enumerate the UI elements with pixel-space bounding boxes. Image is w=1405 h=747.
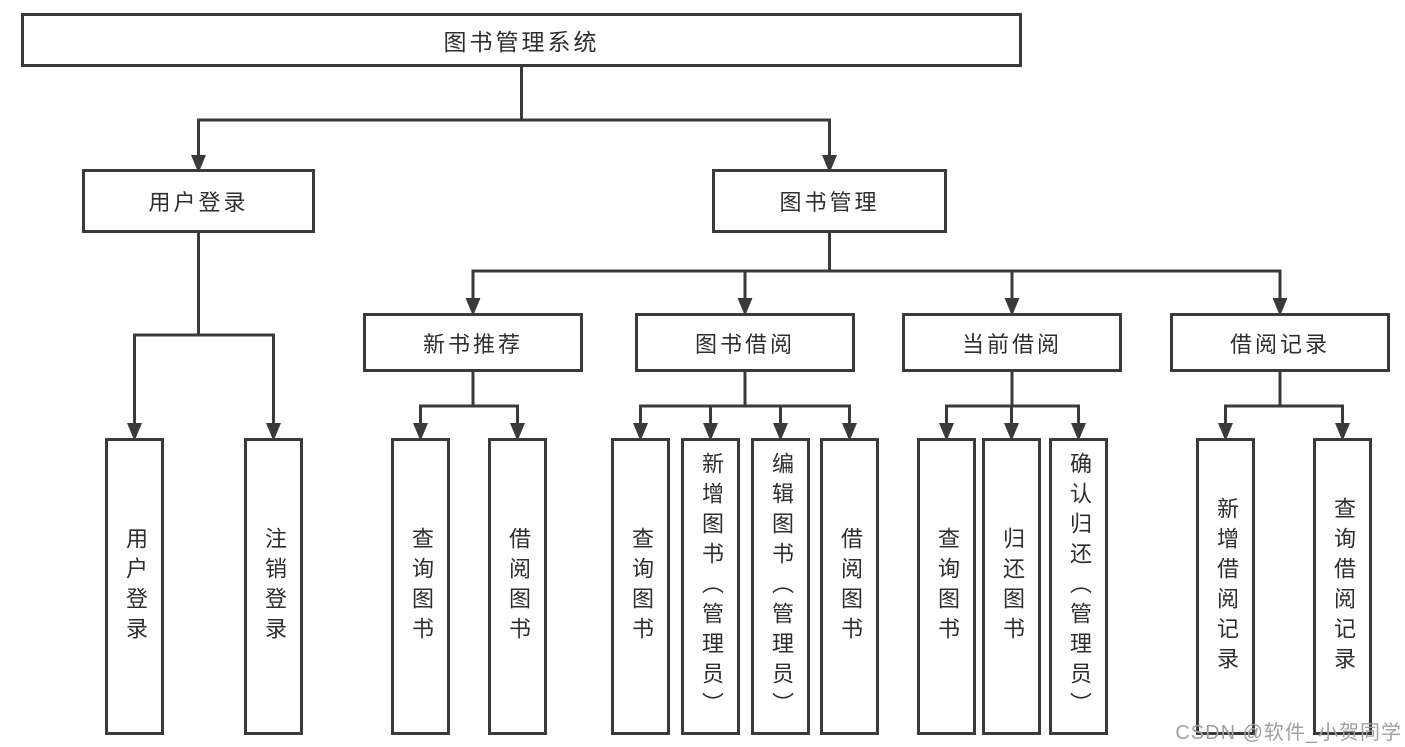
csdn-watermark: CSDN @软件_小贺同学 [1175, 722, 1402, 744]
node-leaf-logout: 注销登录 [244, 438, 303, 735]
node-leaf-query-books-current: 查询图书 [917, 438, 976, 735]
node-leaf-borrow-books-recommend: 借阅图书 [488, 438, 547, 735]
node-leaf-edit-books-admin: 编辑图书（管理员） [751, 438, 810, 735]
node-book-management-branch: 图书管理 [712, 169, 947, 233]
node-borrowing-records: 借阅记录 [1170, 313, 1390, 372]
node-leaf-query-books-borrowing: 查询图书 [611, 438, 670, 735]
node-book-borrowing: 图书借阅 [635, 313, 855, 372]
node-library-management-system: 图书管理系统 [21, 13, 1022, 67]
node-leaf-add-books-admin: 新增图书（管理员） [681, 438, 740, 735]
node-new-book-recommendation: 新书推荐 [363, 313, 583, 372]
node-leaf-query-borrow-record: 查询借阅记录 [1313, 438, 1372, 735]
node-leaf-user-login: 用户登录 [105, 438, 164, 735]
node-current-borrowing: 当前借阅 [902, 313, 1122, 372]
node-leaf-return-books: 归还图书 [982, 438, 1041, 735]
node-user-login-branch: 用户登录 [82, 169, 315, 233]
node-leaf-query-books-recommend: 查询图书 [391, 438, 450, 735]
node-leaf-add-borrow-record: 新增借阅记录 [1196, 438, 1255, 735]
node-leaf-borrow-books: 借阅图书 [820, 438, 879, 735]
node-leaf-confirm-return-admin: 确认归还（管理员） [1049, 438, 1108, 735]
